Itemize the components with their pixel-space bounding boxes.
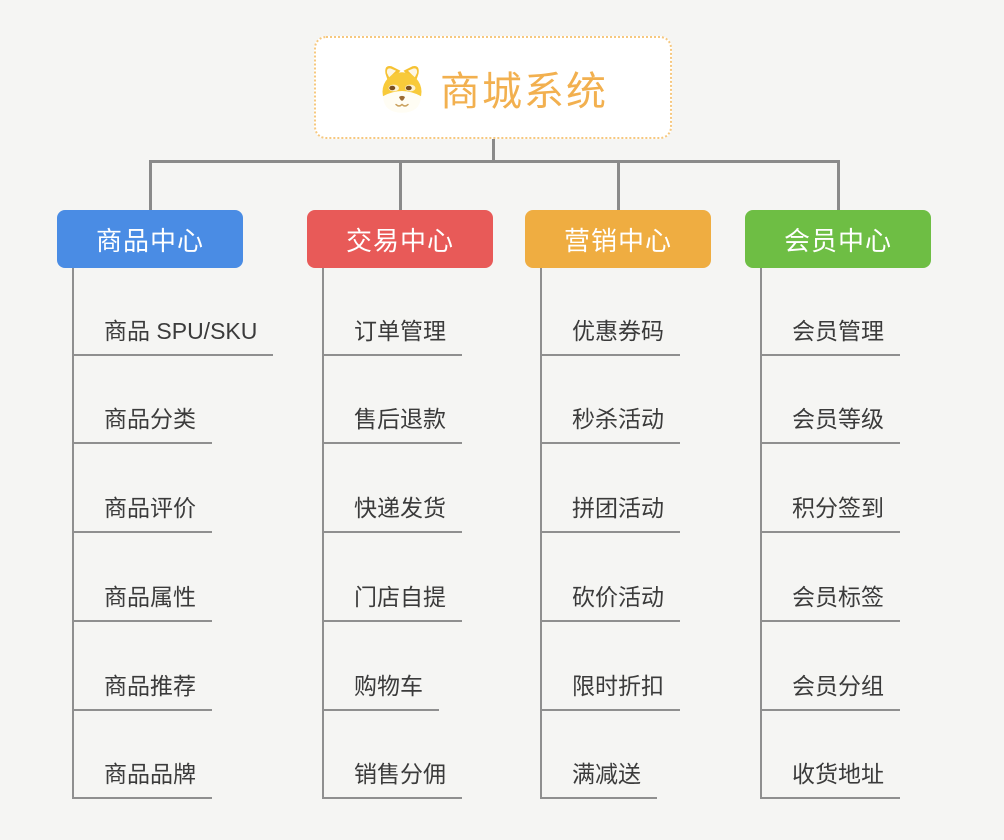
child-topic[interactable]: 商品分类	[72, 400, 212, 444]
child-topic[interactable]: 秒杀活动	[540, 400, 680, 444]
branch-topic-label: 会员中心	[783, 225, 892, 256]
doge-icon	[382, 65, 422, 113]
connector-line	[322, 268, 324, 799]
child-topic[interactable]: 商品 SPU/SKU	[72, 312, 274, 356]
child-topic[interactable]: 优惠券码	[540, 312, 680, 356]
child-topic[interactable]: 商品推荐	[72, 667, 212, 711]
connector-line	[148, 160, 152, 210]
child-topic[interactable]: 会员管理	[760, 312, 900, 356]
connector-line	[398, 160, 402, 210]
child-topic[interactable]: 积分签到	[760, 489, 900, 533]
child-topic[interactable]: 售后退款	[322, 400, 462, 444]
child-topic[interactable]: 会员等级	[760, 400, 900, 444]
root-topic-label: 商城系统	[440, 69, 608, 114]
child-topic[interactable]: 拼团活动	[540, 489, 680, 533]
branch-topic-label: 交易中心	[345, 225, 454, 256]
child-topic[interactable]: 快递发货	[322, 489, 462, 533]
branch-topic[interactable]: 营销中心	[525, 210, 711, 268]
branch-topic[interactable]: 商品中心	[57, 210, 243, 268]
root-topic[interactable]: 商城系统	[314, 36, 672, 139]
child-topic[interactable]: 商品属性	[72, 578, 212, 622]
branch-topic-label: 商品中心	[95, 225, 204, 256]
child-topic[interactable]: 会员分组	[760, 667, 900, 711]
child-topic[interactable]: 砍价活动	[540, 578, 680, 622]
connector-line	[836, 160, 840, 210]
connector-line	[148, 160, 840, 163]
branch-topic[interactable]: 交易中心	[307, 210, 493, 268]
connector-line	[760, 268, 762, 799]
branch-topic-label: 营销中心	[563, 225, 672, 256]
child-topic[interactable]: 会员标签	[760, 578, 900, 622]
connector-line	[72, 268, 74, 799]
branch-topic[interactable]: 会员中心	[745, 210, 931, 268]
child-topic[interactable]: 商品评价	[72, 489, 212, 533]
child-topic[interactable]: 销售分佣	[322, 755, 462, 799]
connector-line	[540, 268, 542, 799]
connector-line	[616, 160, 620, 210]
connector-line	[491, 139, 495, 163]
child-topic[interactable]: 订单管理	[322, 312, 462, 356]
child-topic[interactable]: 商品品牌	[72, 755, 212, 799]
child-topic[interactable]: 满减送	[540, 755, 657, 799]
child-topic[interactable]: 购物车	[322, 667, 439, 711]
child-topic[interactable]: 门店自提	[322, 578, 462, 622]
child-topic[interactable]: 收货地址	[760, 755, 900, 799]
child-topic[interactable]: 限时折扣	[540, 667, 680, 711]
